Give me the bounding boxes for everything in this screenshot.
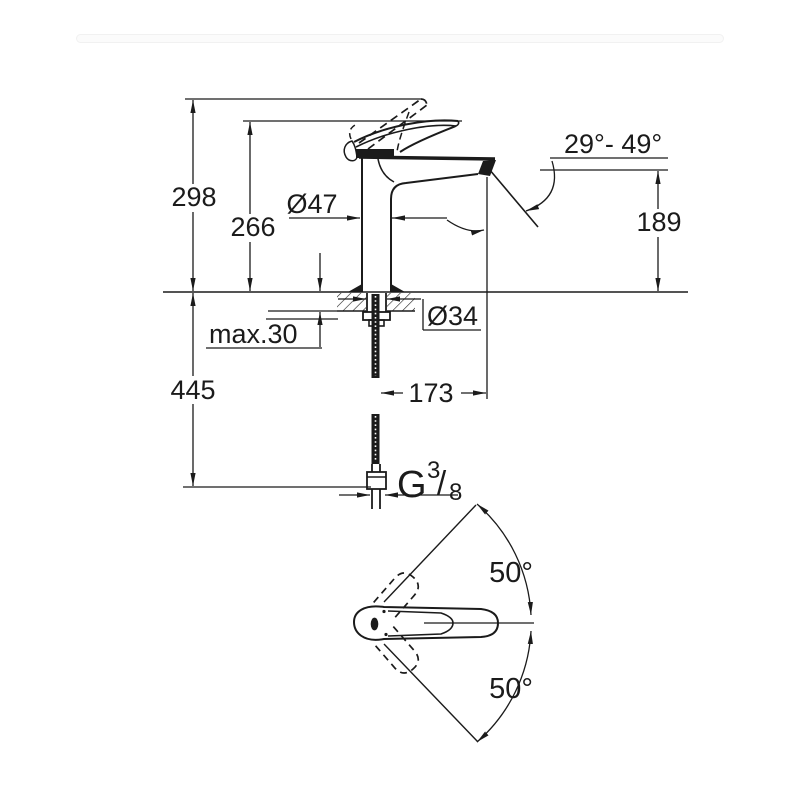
lever-base <box>356 149 394 158</box>
swivel-arc-upper <box>476 503 533 616</box>
thread-slash: / <box>437 464 447 501</box>
threaded-rod <box>371 294 380 378</box>
lever-handle <box>343 119 460 162</box>
swivel-angle-label-upper: 50° <box>489 557 533 589</box>
dimension-spout-projection: 173 <box>381 177 488 408</box>
dimension-supply-hose-length: 445 <box>163 293 371 488</box>
dimension-spout-outlet-height: 189 <box>540 169 687 291</box>
label-background <box>166 184 222 212</box>
neck-curve <box>377 158 395 183</box>
swivel-angle-label-lower: 50° <box>489 673 533 705</box>
dimension-label: Ø34 <box>427 301 478 331</box>
swivel-limit-line-lower <box>383 643 479 743</box>
top-view: 50° 50° <box>352 503 534 743</box>
dimension-max-deck-thickness: max.30 <box>206 253 323 349</box>
dimension-label: 298 <box>171 182 216 212</box>
label-background <box>631 209 687 237</box>
angle-arc-arrow <box>525 160 556 212</box>
label-background <box>163 376 223 404</box>
dimension-lever-height: 266 <box>225 122 282 291</box>
swivel-arc-lower <box>476 630 533 743</box>
lever-top-edge <box>353 119 459 143</box>
handle-dot <box>384 632 388 637</box>
base-flange-right <box>391 284 405 292</box>
dimension-label: Ø47 <box>286 189 337 219</box>
lever-top-inner-edge <box>355 124 457 148</box>
lever-handle-raised-dashed <box>348 98 428 153</box>
handle-cap-mark <box>370 617 379 631</box>
supply-hose <box>371 414 380 464</box>
dimension-label: max.30 <box>209 319 298 349</box>
thread-denominator: 8 <box>449 479 462 506</box>
angle-label: 29°- 49° <box>564 129 662 159</box>
jet-direction-line <box>488 168 539 228</box>
spout-underside <box>390 173 479 292</box>
dimension-overall-height: 298 <box>166 100 222 291</box>
label-background <box>403 380 461 407</box>
dimension-label: 173 <box>408 378 453 408</box>
base-flange-left <box>348 284 362 292</box>
mounting-assembly <box>362 293 391 509</box>
lever-tip <box>455 120 460 127</box>
countertop <box>163 291 688 320</box>
raised-lever-pivot-arc <box>348 124 356 140</box>
dimension-thread-size: G 3 / 8 <box>339 457 462 506</box>
handle-inner-detail <box>387 610 454 637</box>
handle-position-upper <box>373 572 420 621</box>
label-background <box>225 214 282 242</box>
faucet-body <box>348 155 496 292</box>
lever-knuckle <box>343 140 358 162</box>
raised-lever-tip <box>420 98 428 106</box>
swivel-limit-line-upper <box>383 504 477 603</box>
countertop-hatch-left <box>337 293 366 311</box>
handle-rotated-dashed <box>373 572 420 674</box>
dimension-label: 189 <box>636 207 681 237</box>
dimension-spout-angle: 29°- 49° <box>488 129 668 228</box>
handle-dot <box>382 609 386 614</box>
side-view: 298 266 Ø47 29°- 49° <box>163 98 688 509</box>
handle-position-lower <box>373 625 420 674</box>
top-divider <box>76 34 724 43</box>
dimension-label: 266 <box>230 212 275 242</box>
dimension-label: 445 <box>170 375 215 405</box>
hose-connector-nut <box>366 471 387 490</box>
dimension-mounting-hole: Ø34 <box>338 296 481 331</box>
raised-lever-back-edge <box>396 111 410 153</box>
countertop-hatch-right <box>387 293 415 311</box>
lever-underside <box>399 125 457 153</box>
thread-numerator: 3 <box>427 457 440 484</box>
swivel-arrow <box>446 219 485 236</box>
thread-letter: G <box>397 464 427 506</box>
dimension-body-diameter: Ø47 <box>286 189 447 221</box>
